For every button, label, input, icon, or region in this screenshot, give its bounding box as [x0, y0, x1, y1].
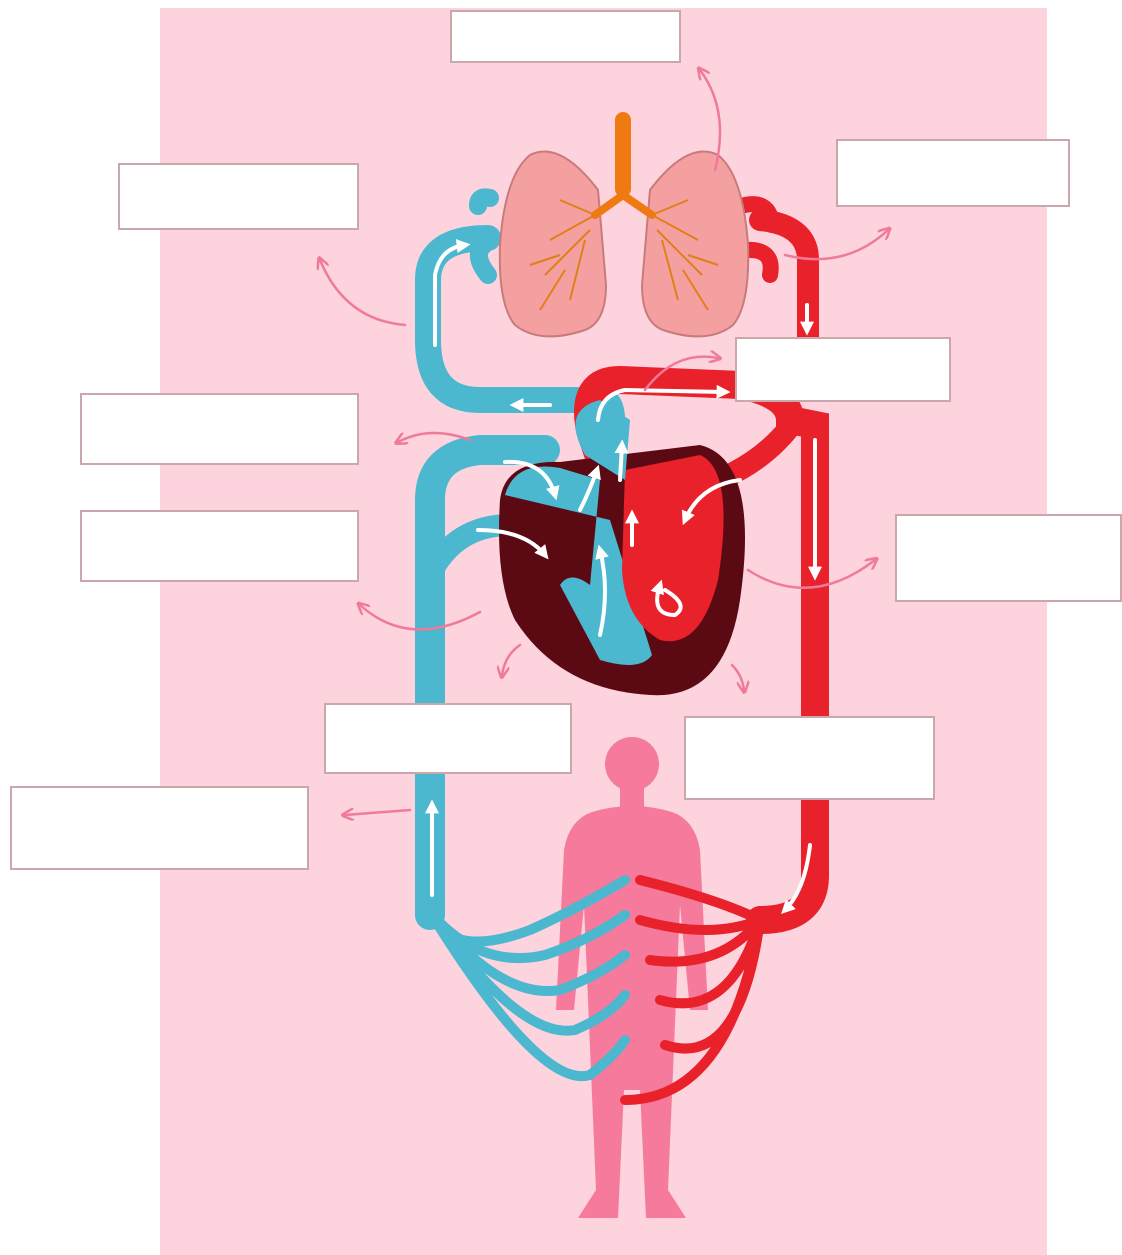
label-box-3[interactable]	[836, 139, 1070, 207]
label-box-2[interactable]	[118, 163, 359, 230]
label-box-5[interactable]	[80, 393, 359, 465]
label-box-8[interactable]	[324, 703, 572, 774]
lungs	[500, 112, 748, 336]
label-box-6[interactable]	[80, 510, 359, 582]
label-box-10[interactable]	[10, 786, 309, 870]
label-box-9[interactable]	[684, 716, 935, 800]
label-box-4[interactable]	[735, 337, 951, 402]
label-box-1[interactable]	[450, 10, 681, 63]
label-box-7[interactable]	[895, 514, 1122, 602]
